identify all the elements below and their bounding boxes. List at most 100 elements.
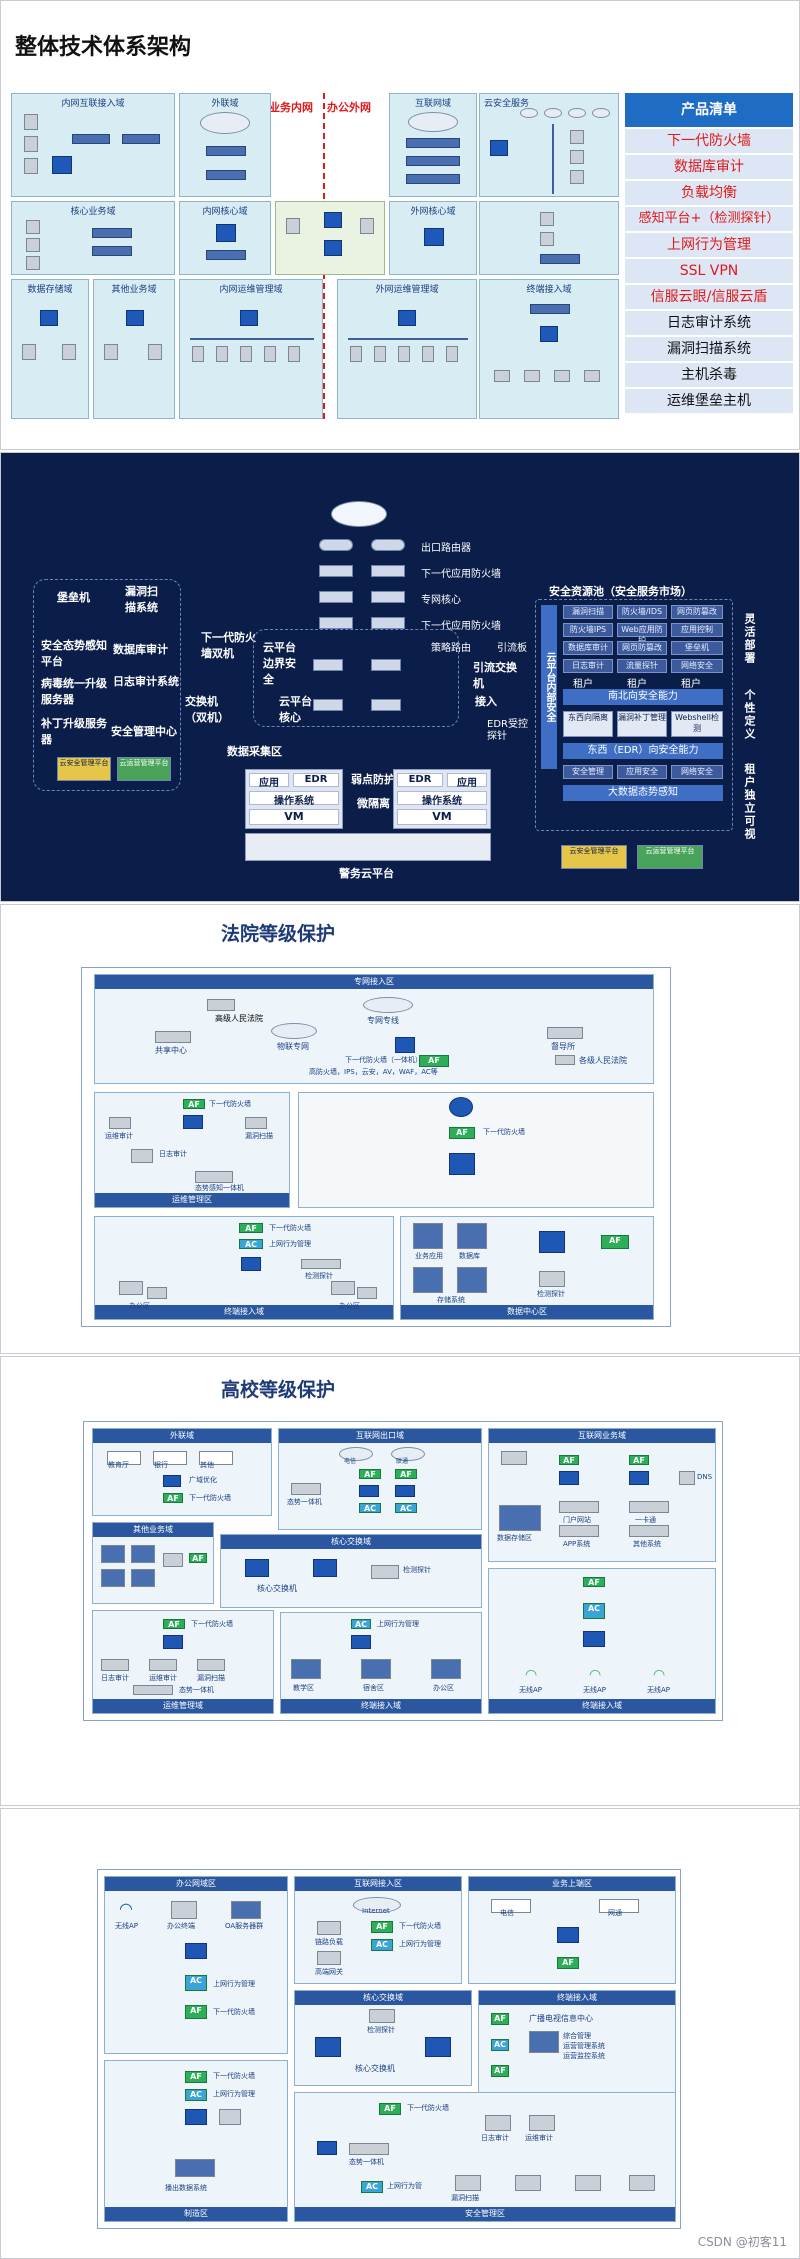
probe-icon [163,1553,183,1567]
pool-cell: Webshell检测 [671,711,723,737]
bastion-icon [149,1659,177,1671]
product-item: SSL VPN [625,259,793,283]
server-icon [570,130,584,144]
server-icon [374,346,386,362]
app-label: 应用 [447,773,487,787]
switch-icon [371,699,401,711]
ac-icon: AC [351,1619,371,1629]
label-ngfw2: 下一代防火墙 [191,1619,233,1629]
server-icon [570,150,584,164]
cloud-eye-platform: 云安全管理平台 [57,757,111,781]
slide-title: 法院等级保护 [221,919,335,946]
firewall-icon [206,170,246,180]
switch-icon [126,310,144,326]
label-ap3: 无线AP [647,1685,670,1695]
switch-icon [583,1631,605,1647]
zone-extranet-core: 外网核心域 [389,201,477,275]
cloud-icon [544,108,562,118]
wifi-icon: ◠ [119,1899,133,1918]
pc-icon [357,1287,377,1299]
server-icon [26,256,40,270]
ac-icon: AC [583,1603,605,1619]
firewall-icon [92,246,132,256]
label-log: 日志审计 [481,2133,509,2143]
label-ngfw2: 下一代防火墙 [483,1127,525,1137]
building-icon [155,1031,191,1043]
area-ops: 运维管理域 AF 下一代防火墙 日志审计 运维审计 漏洞扫描 态势一体机 [92,1610,274,1714]
slide-court-protection: 法院等级保护 专网接入区 高级人民法院 专网专线 共享中心 物联专网 督导所 各… [0,904,800,1354]
product-item: 下一代防火墙 [625,129,793,153]
server-icon [398,346,410,362]
label-m1: 综合管理 [563,2031,591,2041]
broadcast-diagram: 办公网域区 ◠ 无线AP 办公终端 OA服务器群 AC 上网行为管理 AF 下一… [97,1869,681,2229]
pc-group-icon [361,1659,391,1679]
situation-icon [195,1171,233,1183]
server-icon [286,218,300,234]
switch-icon [317,2141,337,2155]
pool-cell: 网页防篡改 [671,605,723,619]
server-icon [192,346,204,362]
slide-broadcast-protection: 办公网域区 ◠ 无线AP 办公终端 OA服务器群 AC 上网行为管理 AF 下一… [0,1808,800,2259]
tenant-label: 租户 [627,675,647,690]
switch-icon [319,591,353,603]
pool-cell: 流量探针 [617,659,667,673]
server-icon [148,344,162,360]
core-switch-icon [315,2037,341,2057]
zone-terminal-access: 终端接入域 [479,279,619,419]
bastion-icon [109,1117,131,1129]
slide-architecture: 整体技术体系架构 业务内网 办公外网 内网互联接入域 外联域 互联网域 云安全服… [0,0,800,450]
label-probe: 探针 [487,727,507,742]
probe-icon [301,1259,341,1269]
pc-icon [554,370,570,382]
area-datacenter: 数据中心区 业务应用 数据库 存储系统 AF 检测探针 [400,1216,654,1320]
side-text-define: 个性定义 [741,689,757,741]
unicom-cloud-icon: 联通 [391,1447,425,1461]
server-icon [360,218,374,234]
server-icon [264,346,276,362]
zone-core-business: 核心业务域 [11,201,175,275]
router-icon [206,146,246,156]
area-private-access: 专网接入区 高级人民法院 专网专线 共享中心 物联专网 督导所 各级人民法院 A… [94,974,654,1084]
label-combo: 下一代防火墙（一体机） [345,1055,422,1065]
pc-icon [171,1901,197,1919]
server-icon [350,346,362,362]
wifi-icon: ◠ [653,1667,665,1683]
label-situation: 安全态势感知平台 [41,637,111,669]
zone-intranet-core: 内网核心域 [179,201,271,275]
label-teach: 教学区 [293,1683,314,1693]
zone-internet: 互联网域 [389,93,477,197]
switch-icon [40,310,58,326]
label-switch-cluster: 交换机（双机） [185,693,231,725]
label-micro: 微隔离 [357,795,390,811]
label-probe: 检测探针 [403,1565,431,1575]
cloud-edge-box [253,629,459,727]
label-ap1: 无线AP [519,1685,542,1695]
label-combo: 态势一体机 [349,2157,384,2167]
server-group-icon [529,2031,559,2053]
label-scan: 漏洞扫描系统 [125,583,159,615]
router-icon [319,539,353,551]
switch-icon [52,156,72,174]
scan-icon [455,2175,481,2191]
ngfw-icon: AF [395,1469,417,1479]
ngfw-icon: AF [379,2103,401,2115]
label-db-audit: 数据库审计 [113,641,183,657]
firewall-icon [371,617,405,629]
server-icon [24,136,38,152]
label-ngfw: 下一代防火墙 [209,1099,251,1109]
label-ap2: 无线AP [583,1685,606,1695]
firewall-icon [371,565,405,577]
label-probe: 检测探针 [367,2025,395,2035]
label-ngfw3: 下一代防火墙 [213,2071,255,2081]
ngfw-icon: AF [185,2005,207,2019]
pc-group-icon [291,1659,321,1679]
ac-icon: AC [239,1239,263,1249]
firewall-icon [72,134,110,144]
side-text-visible: 租户独立可视 [741,763,757,841]
label-situation: 态势一体机 [287,1497,322,1507]
storage-icon [499,1505,541,1531]
firewall-icon [406,156,460,166]
label-ngfw: 下一代防火墙 [213,2007,255,2017]
label-office2: 办公区 [339,1301,360,1311]
switch-icon [183,1115,203,1129]
